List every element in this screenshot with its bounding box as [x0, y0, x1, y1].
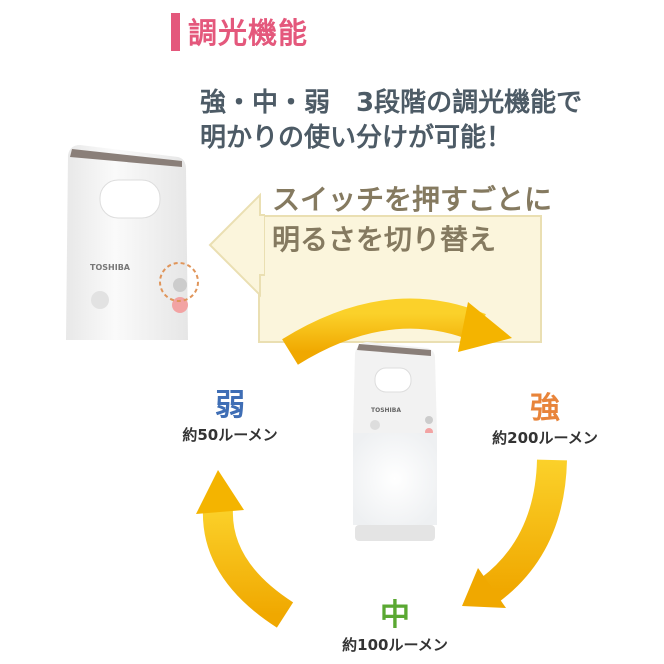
- level-medium: 中 約100ルーメン: [325, 590, 465, 655]
- arrow-weak-to-strong: [282, 298, 512, 365]
- arrow-medium-to-weak: [196, 470, 294, 628]
- level-weak-label: 弱: [215, 388, 245, 423]
- level-weak-lumen: 約50ルーメン: [182, 426, 278, 444]
- lantern-lit-image: TOSHIBA: [353, 342, 437, 541]
- svg-text:TOSHIBA: TOSHIBA: [371, 407, 401, 414]
- level-strong-lumen: 約200ルーメン: [492, 429, 598, 447]
- lantern-closeup-image: TOSHIBA: [66, 145, 199, 340]
- level-strong-label: 強: [530, 391, 560, 426]
- headline-line-2: 明かりの使い分けが可能！: [200, 123, 513, 153]
- level-medium-label: 中: [380, 598, 410, 633]
- arrow-strong-to-medium: [462, 459, 567, 608]
- callout-line-2: 明るさを切り替え: [272, 223, 497, 256]
- level-medium-lumen: 約100ルーメン: [342, 636, 448, 654]
- left-arrow-icon: [208, 192, 265, 298]
- callout-line-1: スイッチを押すごとに: [272, 183, 553, 216]
- toshiba-logo: TOSHIBA: [90, 263, 131, 272]
- title-accent-bar: [171, 13, 180, 51]
- headline-line-1: 強・中・弱 3段階の調光機能で: [200, 88, 583, 118]
- cycle-arrows: [196, 298, 567, 628]
- switch-highlight-circle: [159, 262, 199, 302]
- level-weak: 弱 約50ルーメン: [160, 380, 300, 445]
- level-strong: 強 約200ルーメン: [475, 383, 615, 448]
- section-title: 調光機能: [188, 16, 309, 50]
